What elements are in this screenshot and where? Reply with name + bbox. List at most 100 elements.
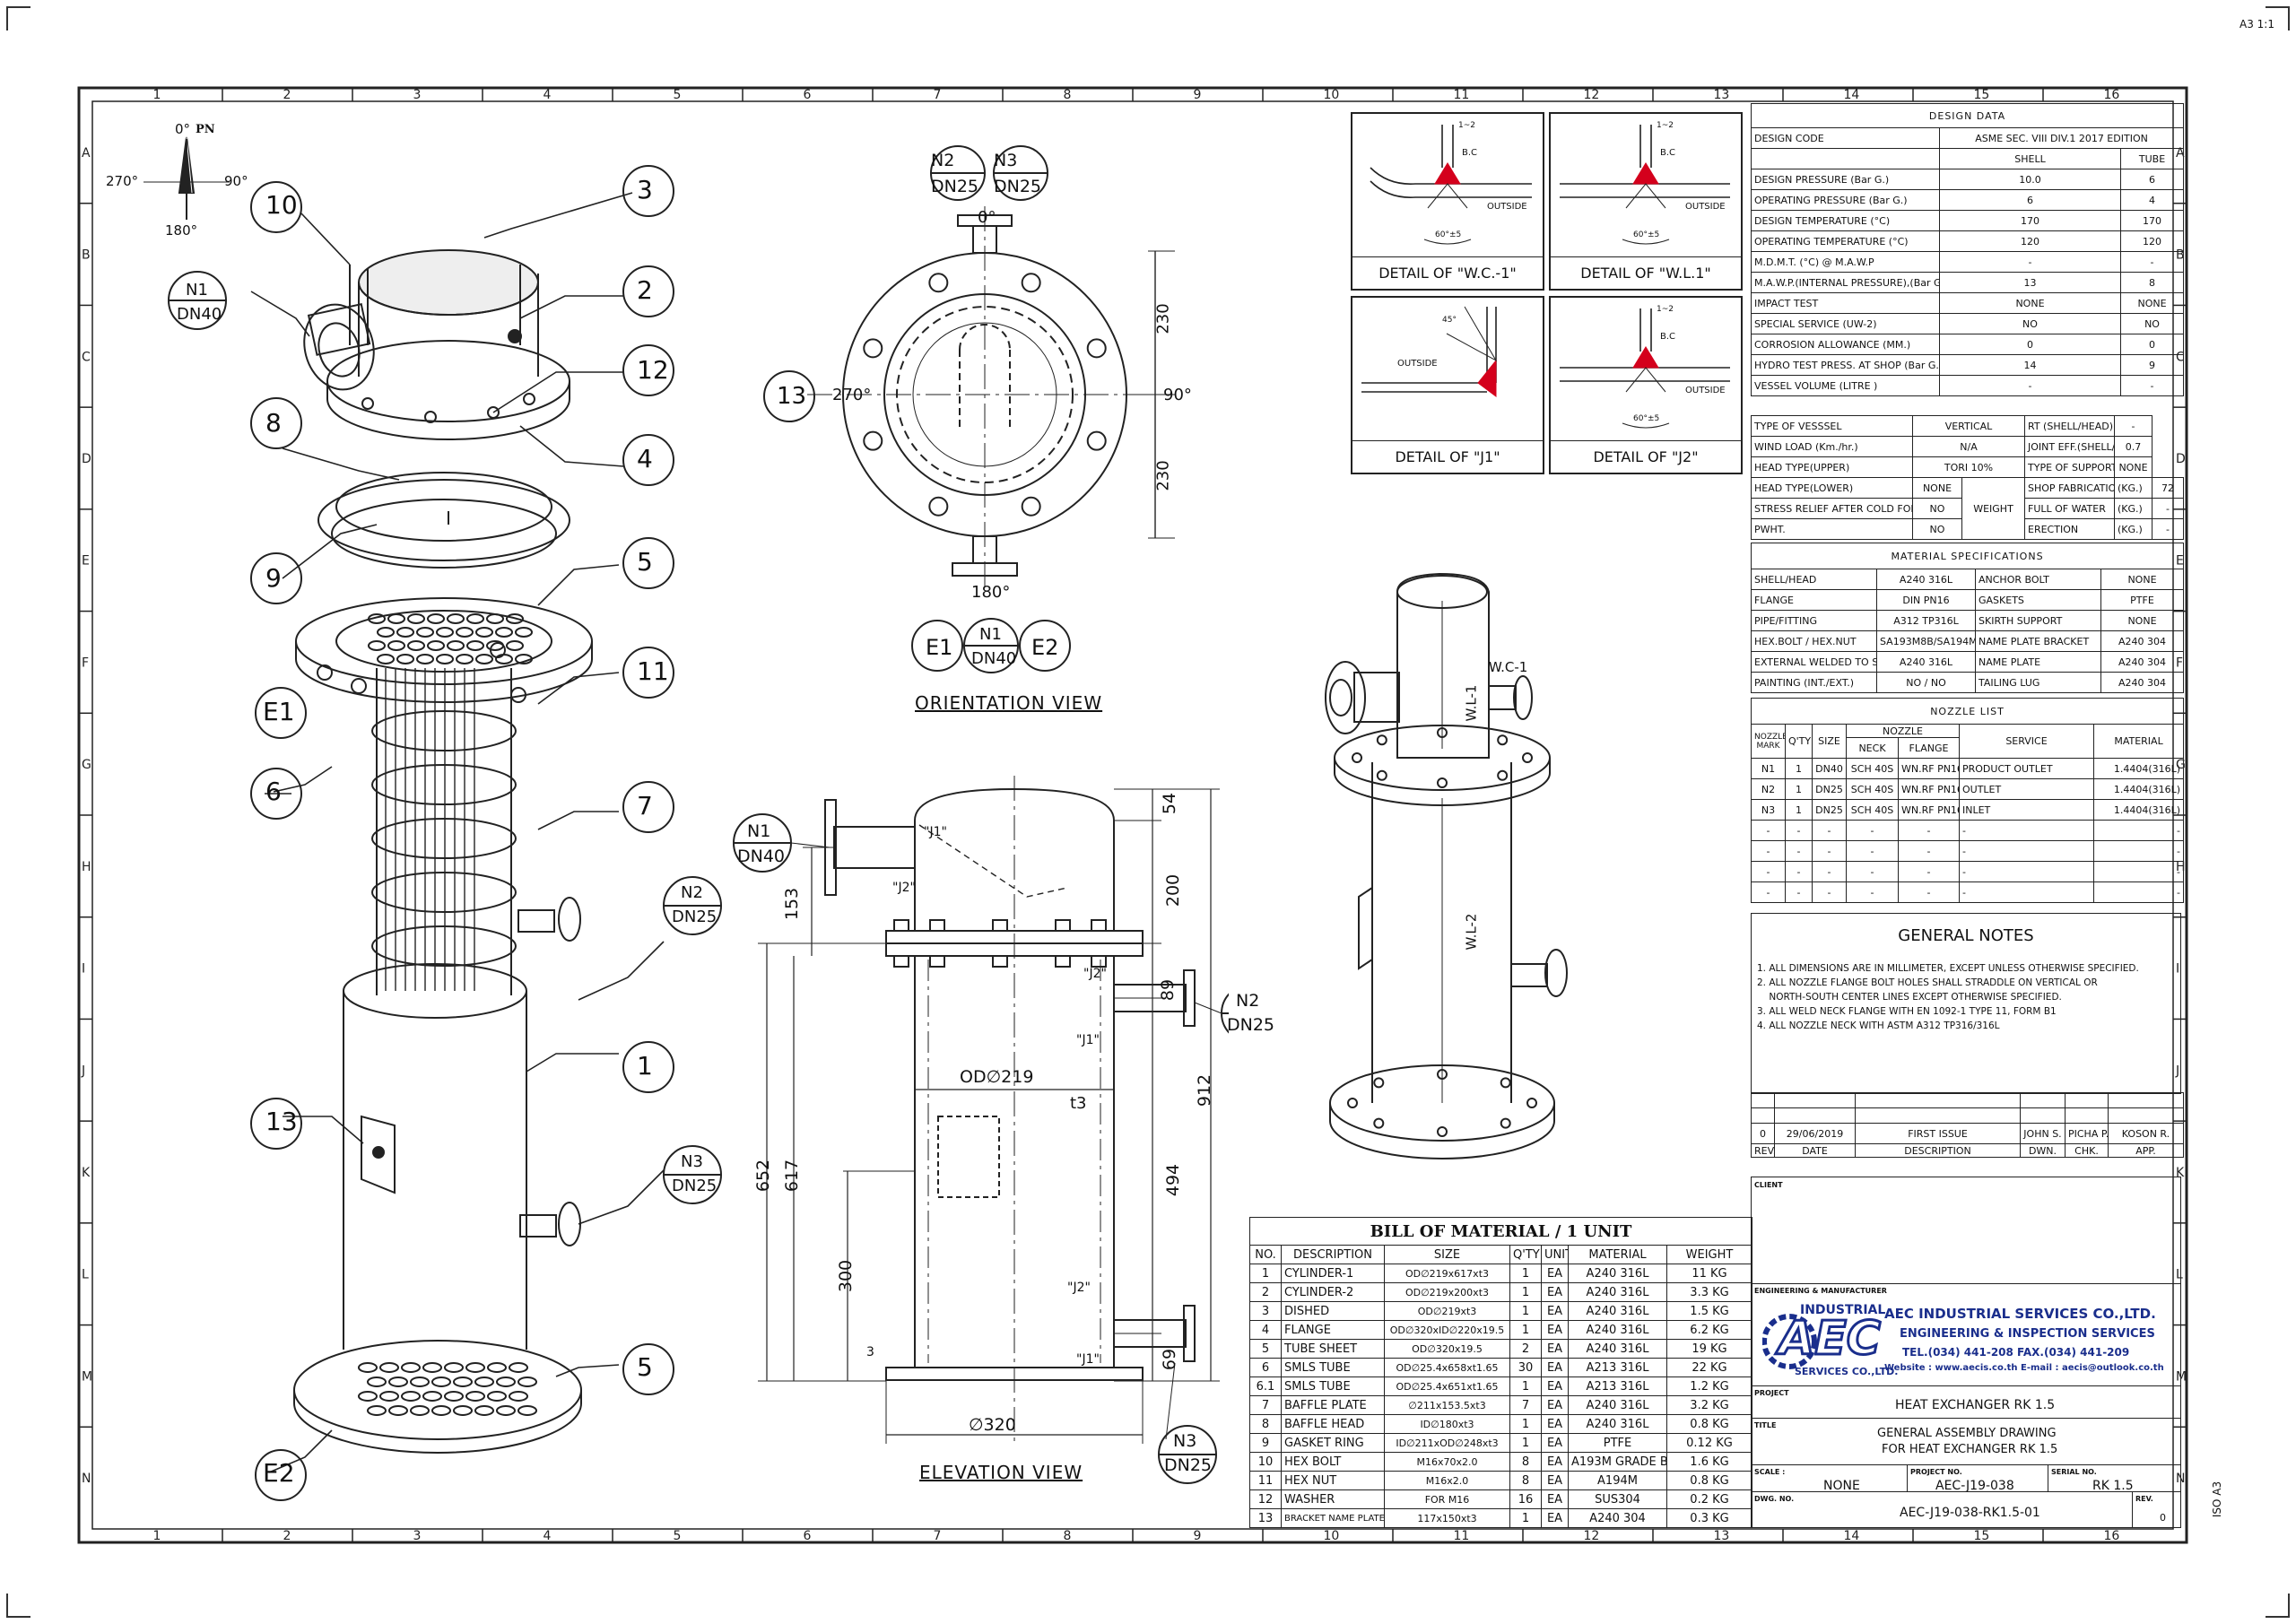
- tube-hole: [495, 654, 513, 664]
- table-row: -------: [1751, 881, 2185, 903]
- nozzle-cell-qty: -: [1785, 881, 1813, 903]
- nozzle-cell-qty: 1: [1785, 799, 1813, 821]
- design-row-tube: NONE: [2119, 292, 2185, 314]
- dwg-no-label: DWG. NO.: [1754, 1495, 1795, 1503]
- tube-hole: [466, 613, 484, 624]
- grid-col-label-top: 10: [1324, 88, 1340, 102]
- tube-hole: [422, 1391, 442, 1402]
- divider: [1752, 1491, 2180, 1492]
- bom-cell-qty: 8: [1509, 1452, 1542, 1472]
- nozzle-cell-neck: -: [1846, 881, 1899, 903]
- baffle-head-gasket: [317, 472, 570, 569]
- title-label: TITLE: [1754, 1421, 1777, 1429]
- design-row-tube: 170: [2119, 210, 2185, 231]
- exploded-balloon-2: 2: [637, 275, 653, 305]
- elevation-view-title: ELEVATION VIEW: [919, 1462, 1083, 1483]
- nozzle-cell-service: -: [1959, 861, 2094, 882]
- balloon-3: [622, 165, 674, 217]
- design-row-label: SPECIAL SERVICE (UW-2): [1751, 313, 1940, 334]
- bom-cell-desc: BRACKET NAME PLATE: [1281, 1508, 1385, 1528]
- grid-row-label-left: H: [82, 860, 91, 874]
- bom-cell-size: OD∅219x617xt3: [1384, 1264, 1510, 1283]
- bom-cell-size: OD∅25.4x658xt1.65: [1384, 1358, 1510, 1377]
- mat-row-c: GASKETS: [1975, 589, 2101, 611]
- nozzle-cell-qty: -: [1785, 840, 1813, 862]
- elev-dim-od: OD∅219: [960, 1067, 1034, 1087]
- bom-cell-material: A240 316L: [1568, 1282, 1667, 1302]
- grid-row-label-left: L: [82, 1268, 89, 1282]
- tube-hole: [487, 1391, 507, 1402]
- design-row-tube: 4: [2119, 189, 2185, 211]
- tube-hole: [410, 1405, 430, 1416]
- misc-support-label: TYPE OF SUPPORT: [2024, 456, 2115, 478]
- grid-col-label-top: 13: [1714, 88, 1730, 102]
- grid-row-label-right: D: [2176, 452, 2186, 466]
- exploded-balloon-9: 9: [265, 563, 282, 593]
- bom-cell-no: 5: [1249, 1339, 1282, 1359]
- bom-cell-no: 11: [1249, 1471, 1282, 1490]
- iso-wl2: W.L-2: [1463, 913, 1480, 951]
- rev-value: 0: [1751, 1123, 1775, 1144]
- grid-row-label-left: G: [82, 758, 91, 772]
- rev-blank: [2065, 1107, 2109, 1124]
- bom-cell-weight: 1.6 KG: [1665, 1452, 1753, 1472]
- design-row-tube: 9: [2119, 354, 2185, 376]
- bom-cell-qty: 1: [1509, 1433, 1542, 1453]
- nozzle-cell-material: -: [2092, 861, 2185, 882]
- nozzle-cell-size: -: [1812, 840, 1847, 862]
- design-row-label: VESSEL VOLUME (LITRE ): [1751, 375, 1940, 396]
- grid-col-label-bottom: 12: [1584, 1529, 1600, 1543]
- rev-hdr-dwn: DWN.: [2020, 1143, 2066, 1158]
- bom-cell-qty: 1: [1509, 1282, 1542, 1302]
- orient-angle-right: 90°: [1163, 386, 1192, 404]
- nozzle-cell-mark: -: [1751, 861, 1786, 882]
- grid-col-label-bottom: 9: [1194, 1529, 1202, 1543]
- orient-tag-e1: E1: [926, 635, 953, 660]
- design-row-tube: 8: [2119, 272, 2185, 293]
- tube-hole: [407, 613, 425, 624]
- bom-cell-unit: EA: [1541, 1376, 1569, 1396]
- tube-hole: [358, 1391, 378, 1402]
- compass-north: 0°: [175, 121, 191, 137]
- iso-wl1: W.L-1: [1463, 684, 1480, 722]
- mat-row-b: NO / NO: [1876, 672, 1976, 693]
- nozzle-cell-flange: WN.RF PN16: [1898, 778, 1960, 800]
- grid-col-label-top: 8: [1064, 88, 1072, 102]
- orientation-view-svg: [763, 145, 1175, 673]
- tube-hole: [379, 1391, 399, 1402]
- tube-hole: [410, 1376, 430, 1387]
- bom-cell-material: A240 316L: [1568, 1414, 1667, 1434]
- rev-blank: [2065, 1092, 2109, 1108]
- tube-hole: [401, 1362, 421, 1373]
- weld-detail-gap: 1~2: [1657, 305, 1674, 314]
- bom-cell-no: 1: [1249, 1264, 1282, 1283]
- tube-hole: [509, 1391, 528, 1402]
- nozzle-cell-neck: SCH 40S: [1846, 758, 1899, 779]
- exploded-balloon-10: 10: [265, 190, 298, 220]
- bom-cell-material: A240 316L: [1568, 1264, 1667, 1283]
- bom-cell-size: ID∅211xOD∅248xt3: [1384, 1433, 1510, 1453]
- nozzle-cell-mark: N2: [1751, 778, 1786, 800]
- grid-col-label-top: 1: [153, 88, 161, 102]
- balloon-7: [622, 781, 674, 833]
- tube-hole: [407, 640, 425, 651]
- grid-col-label-top: 9: [1194, 88, 1202, 102]
- exploded-tag-n1-size: DN40: [177, 305, 222, 324]
- iso-wc1: W.C-1: [1489, 659, 1528, 675]
- lower-tube-sheet: [293, 1340, 582, 1454]
- mat-row-a: FLANGE: [1751, 589, 1877, 611]
- misc-stress-value: NO: [1912, 498, 1962, 519]
- tube-hole: [431, 1376, 451, 1387]
- grid-row-label-left: J: [81, 1064, 85, 1078]
- misc-type-value: VERTICAL: [1912, 415, 2025, 437]
- tube-hole: [495, 627, 513, 638]
- bom-cell-no: 13: [1249, 1508, 1282, 1528]
- baffle-plate: [371, 710, 517, 751]
